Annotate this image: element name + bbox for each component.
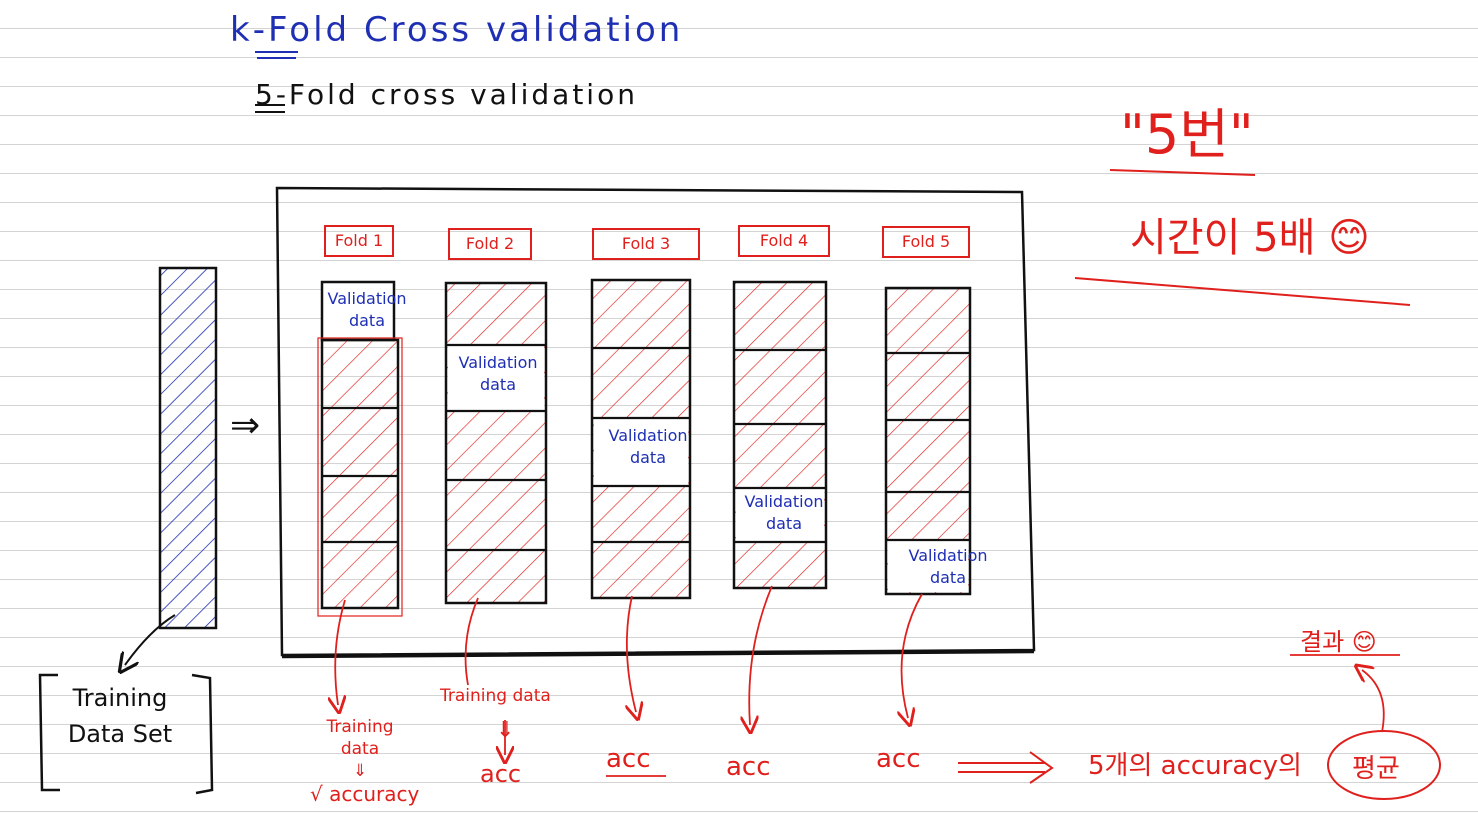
dataset-label-brackets: [38, 673, 214, 795]
fold-4-accuracy: acc: [726, 752, 771, 782]
folds-container: [275, 186, 1036, 657]
dataset-label: Training Data Set: [67, 684, 173, 748]
average-to-result-arrow: [1362, 670, 1385, 733]
dataset-to-folds-arrow: ⇒: [230, 405, 261, 446]
fold-3-column: [590, 278, 692, 600]
note-five-times: "5번": [1120, 103, 1254, 166]
fold-2-column: [444, 281, 548, 605]
fold-4-column: [732, 280, 828, 590]
title-underlines: [255, 51, 298, 113]
note-time-cost: 시간이 5배 😊: [1130, 215, 1370, 261]
fold-5-column: [884, 286, 972, 596]
fold-3-label: Fold 3: [592, 228, 700, 260]
fold-1-column: [317, 280, 403, 617]
dataset-pointer-arrow: [125, 614, 176, 665]
fold-5-label: Fold 5: [882, 226, 970, 258]
result-label: 결과 😊: [1300, 628, 1377, 656]
fold-3-accuracy: acc: [606, 744, 651, 774]
fold-2-label: Fold 2: [448, 228, 532, 260]
fold-1-result: Training data ⇓: [326, 717, 394, 781]
title-kfold: k-Fold Cross validation: [230, 10, 684, 50]
summary-double-arrow: [958, 751, 1054, 784]
summary-text: 5개의 accuracy의: [1088, 751, 1302, 781]
fold-4-label: Fold 4: [738, 225, 830, 257]
fold-2-result: Training data: [440, 686, 551, 706]
title-5fold: 5-Fold cross validation: [255, 78, 638, 111]
average-circle: [1327, 730, 1441, 800]
fold-2-result-arrow: ⇓: [496, 718, 515, 743]
fold-1-label: Fold 1: [324, 225, 394, 257]
dataset-column: [158, 266, 218, 630]
fold-5-accuracy: acc: [876, 744, 921, 774]
average-label: 평균: [1352, 754, 1400, 784]
fold-2-accuracy: acc: [480, 760, 522, 788]
fold-1-accuracy: √ accuracy: [310, 782, 420, 806]
result-arrows: [335, 585, 923, 755]
